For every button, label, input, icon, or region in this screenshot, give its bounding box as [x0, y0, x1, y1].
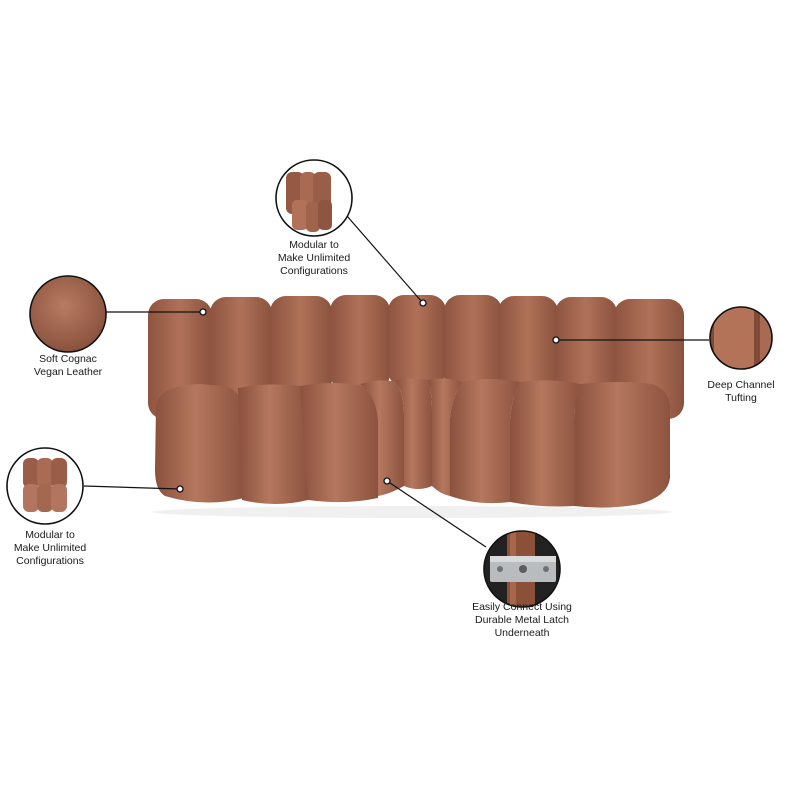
callout-line: Tufting	[725, 392, 757, 404]
callout-line: Modular to	[289, 239, 339, 251]
callout-tufting: Deep Channel Tufting	[691, 379, 791, 405]
callout-line: Underneath	[494, 627, 550, 639]
callout-line: Easily Connect Using	[472, 601, 572, 613]
callout-line: Vegan Leather	[33, 366, 103, 378]
callout-line: Durable Metal Latch	[475, 614, 569, 626]
callout-line: Soft Cognac	[39, 353, 97, 365]
callout-latch: Easily Connect Using Durable Metal Latch…	[466, 601, 578, 640]
callout-line: Modular to	[25, 529, 75, 541]
channel-tufting-swatch	[709, 306, 773, 370]
callout-line: Configurations	[280, 265, 348, 277]
leather-swatch	[29, 275, 107, 353]
callout-line: Make Unlimited	[277, 252, 351, 264]
callout-line: Deep Channel	[707, 379, 775, 391]
callout-line: Make Unlimited	[13, 542, 87, 554]
callout-leather: Soft Cognac Vegan Leather	[18, 353, 118, 379]
leader-lines	[83, 215, 709, 548]
leader-dots	[176, 299, 560, 493]
sofa-seat	[155, 378, 670, 508]
single-chair-thumbnail	[275, 159, 353, 237]
sofa-back	[148, 295, 684, 419]
armless-chair-thumbnail	[6, 447, 84, 525]
callout-modular-top: Modular to Make Unlimited Configurations	[264, 239, 364, 278]
metal-latch-photo	[483, 530, 561, 608]
callout-modular-left: Modular to Make Unlimited Configurations	[0, 529, 100, 568]
callout-line: Configurations	[16, 555, 84, 567]
sofa	[148, 295, 684, 518]
